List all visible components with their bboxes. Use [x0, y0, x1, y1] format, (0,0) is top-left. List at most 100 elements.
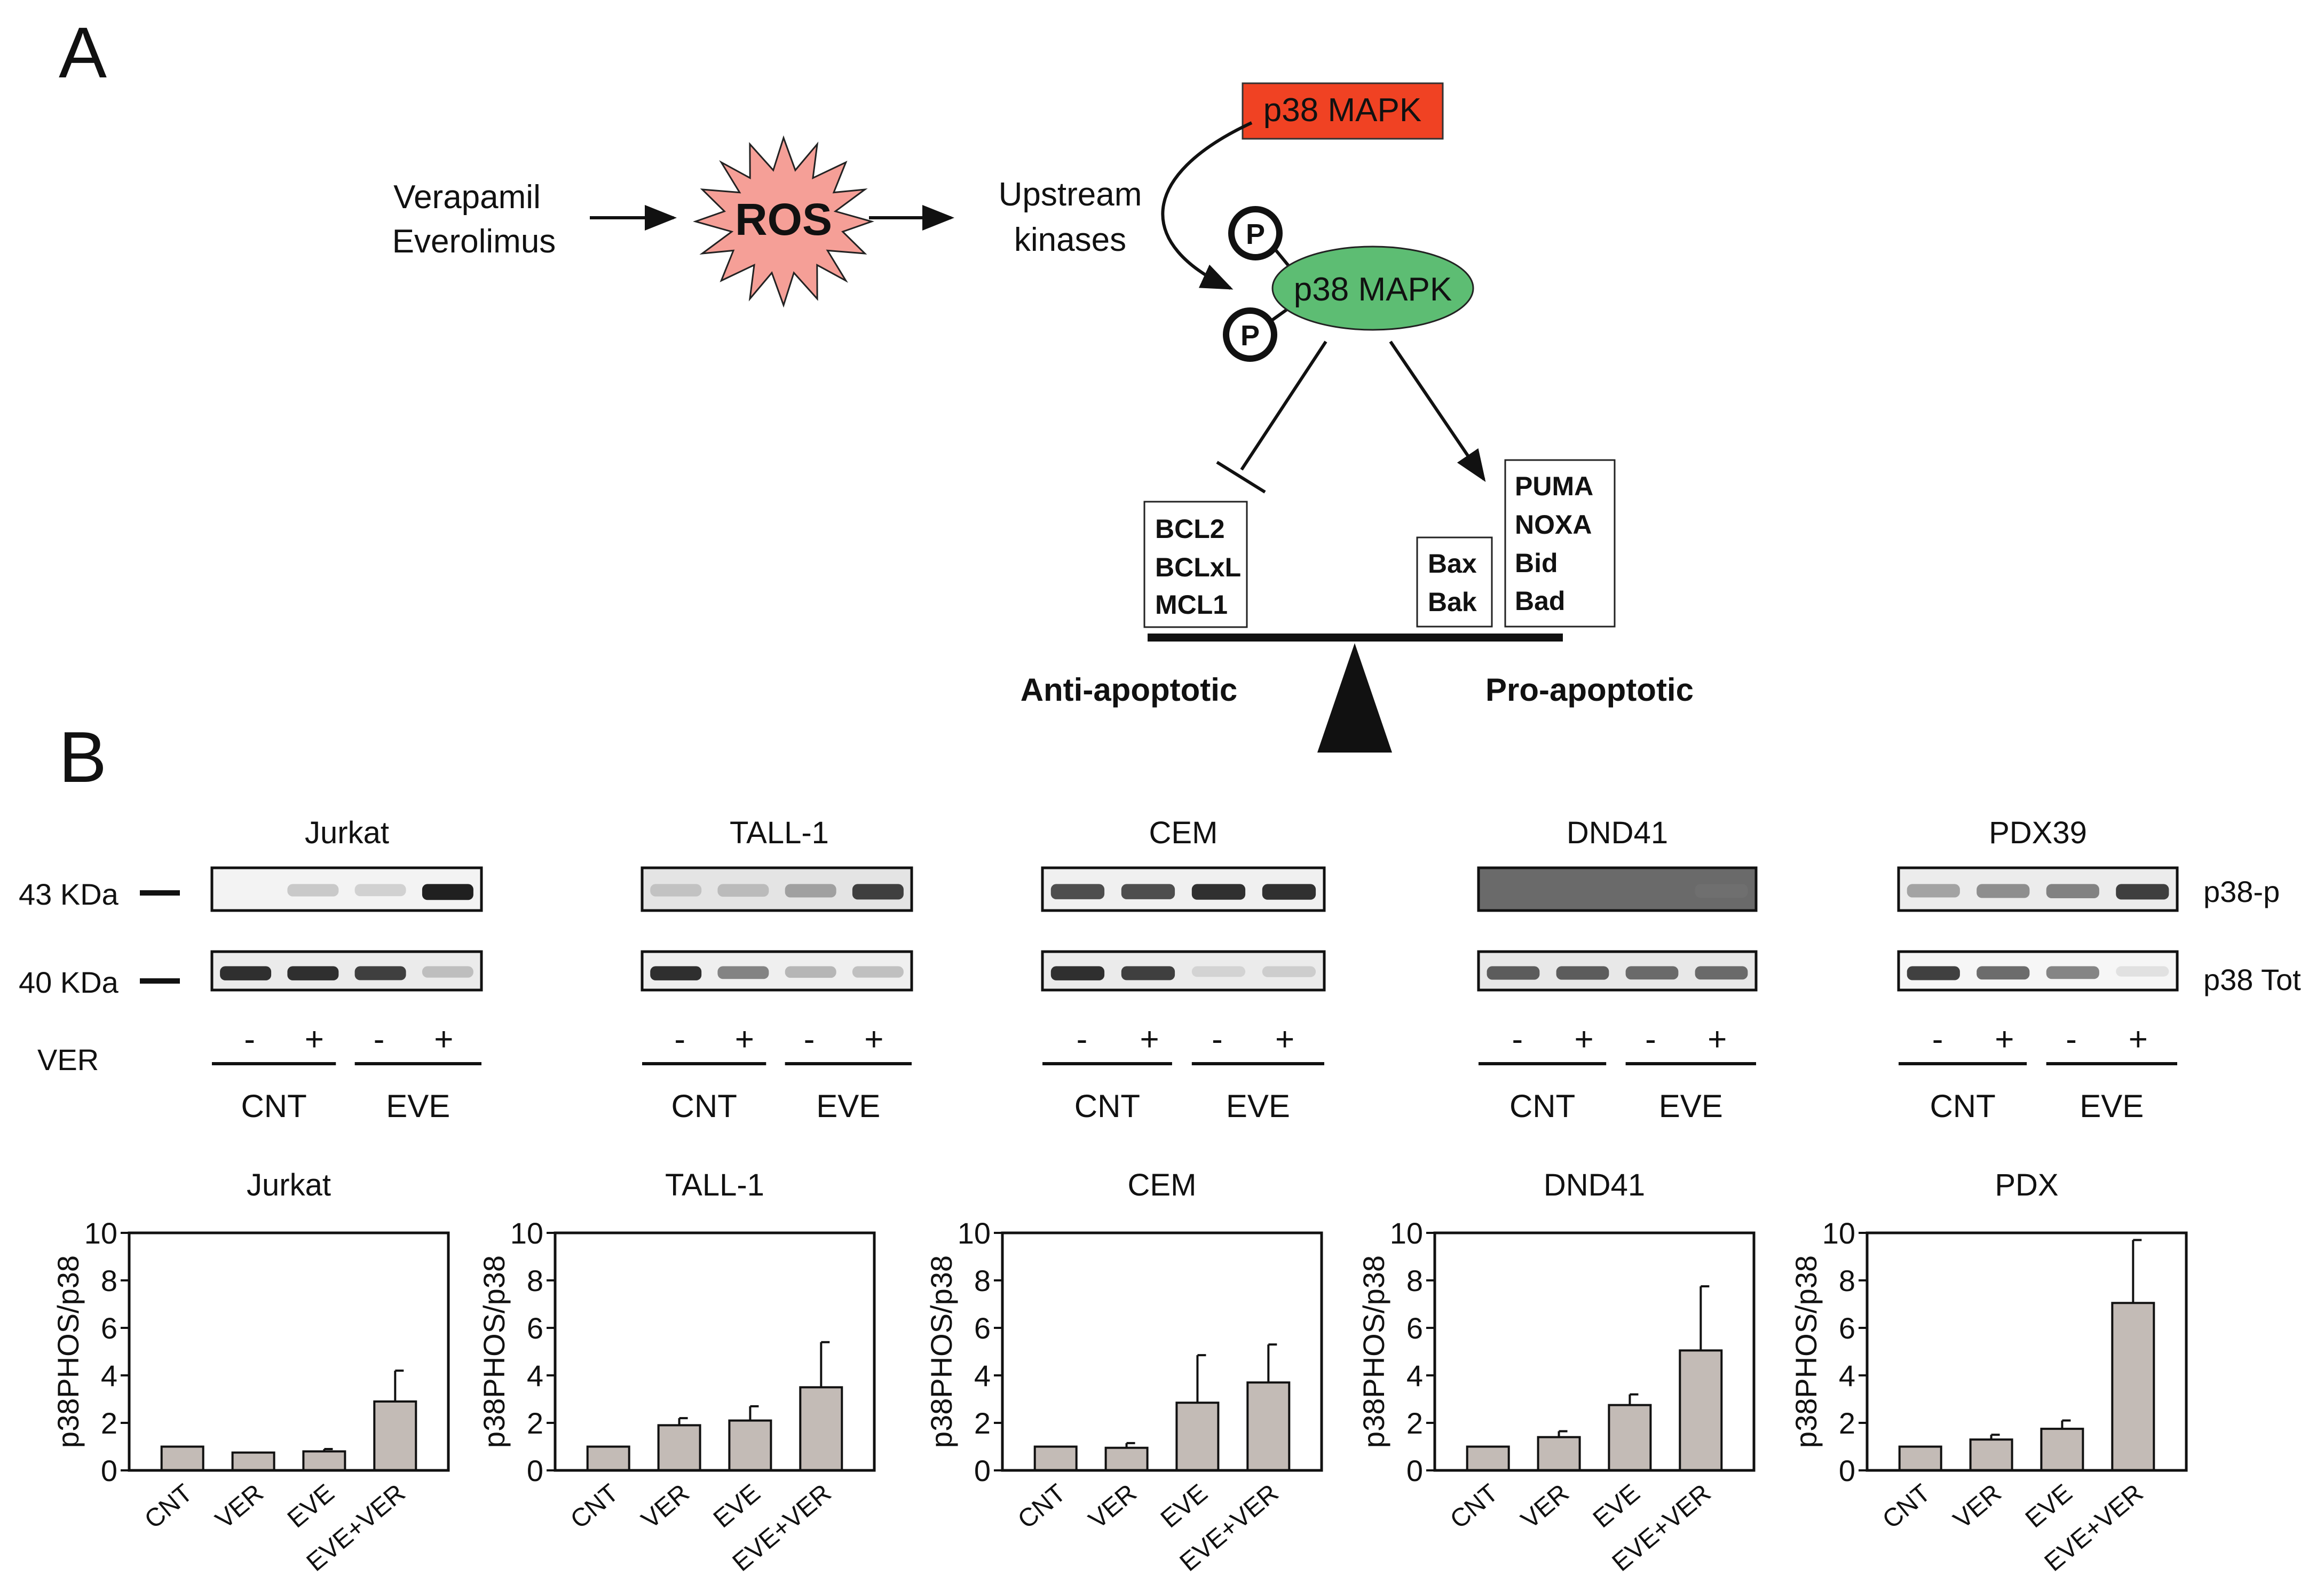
x-tick-label: VER [1516, 1479, 1575, 1534]
ver-sign: + [305, 1021, 324, 1058]
drug-everolimus-label: Everolimus [392, 223, 556, 260]
mw-40-tick [140, 978, 180, 984]
bar [1898, 1445, 1942, 1471]
ros-label: ROS [735, 194, 832, 244]
x-tick-label: VER [1084, 1479, 1142, 1534]
y-axis-label: p38PHOS/p38 [477, 1255, 511, 1448]
blot-band [422, 966, 473, 978]
bar [728, 1419, 772, 1472]
bar [1679, 1349, 1723, 1472]
phospho-circle-top-icon [1228, 206, 1283, 260]
blot-band [717, 966, 769, 979]
ver-label: VER [37, 1043, 99, 1077]
cnt-group-label: CNT [1509, 1088, 1575, 1124]
ver-sign: - [1932, 1021, 1943, 1058]
blot-band [785, 966, 836, 978]
y-tick-label: 0 [1839, 1454, 1855, 1487]
y-tick-label: 0 [101, 1454, 117, 1487]
plot-frame [128, 1231, 450, 1472]
y-tick-label: 8 [527, 1264, 543, 1297]
blot-band [650, 884, 702, 897]
blot-band [1121, 884, 1175, 899]
mw-43-tick [140, 890, 180, 896]
eve-group-label: EVE [1659, 1088, 1723, 1124]
eve-group-label: EVE [2080, 1088, 2144, 1124]
blot-band [2046, 966, 2099, 979]
chart-title: CEM [1128, 1168, 1197, 1202]
y-tick-label: 2 [101, 1406, 117, 1440]
x-tick-label: EVE [282, 1479, 340, 1533]
mw-43-label: 43 KDa [19, 877, 119, 911]
panel-a: A Verapamil Everolimus ROS Upstream kina… [59, 12, 1694, 753]
anti-protein-bcl2: BCL2 [1155, 514, 1225, 544]
cnt-group-label: CNT [1074, 1088, 1140, 1124]
x-tick-label: VER [1948, 1479, 2007, 1534]
p38-mapk-box-label: p38 MAPK [1263, 92, 1421, 129]
p38-mapk-oval [1271, 246, 1474, 331]
phospho-group-bottom: P [1223, 307, 1277, 362]
phospho-group-top: P [1228, 206, 1283, 260]
bar [2040, 1428, 2084, 1472]
activation-curved-arrow [1161, 121, 1253, 290]
blot-band [354, 884, 406, 897]
y-tick-label: 4 [101, 1359, 117, 1392]
blot-band [2046, 884, 2099, 898]
x-tick-label: CNT [565, 1479, 624, 1534]
pro-protein-bax: Bax [1428, 549, 1477, 579]
y-tick-label: 0 [527, 1454, 543, 1487]
blot-title: DND41 [1567, 816, 1668, 850]
bar [160, 1445, 204, 1471]
blot-band [1121, 966, 1175, 980]
mw-40-label: 40 KDa [19, 965, 119, 999]
y-tick-label: 4 [1839, 1359, 1855, 1392]
pro-apoptotic-label: Pro-apoptotic [1485, 672, 1694, 708]
bar [2111, 1302, 2155, 1472]
blot-band [287, 884, 339, 897]
y-axis-label: p38PHOS/p38 [1357, 1255, 1390, 1448]
activation-arrow-pro [1389, 341, 1486, 482]
p38-mapk-oval-label: p38 MAPK [1294, 271, 1452, 308]
blot-band [220, 966, 272, 980]
blot-band [354, 966, 406, 980]
ver-sign: - [1077, 1021, 1088, 1058]
pro-protein-puma: PUMA [1515, 471, 1593, 501]
y-tick-label: 10 [958, 1216, 991, 1250]
y-tick-label: 2 [1839, 1406, 1855, 1440]
anti-apoptotic-label: Anti-apoptotic [1021, 672, 1238, 708]
y-tick-label: 10 [84, 1216, 117, 1250]
ver-sign: + [1275, 1021, 1294, 1058]
eve-group-label: EVE [1226, 1088, 1290, 1124]
plot-frame [1433, 1231, 1756, 1472]
ver-sign: - [1645, 1021, 1656, 1058]
y-axis-label: p38PHOS/p38 [1789, 1255, 1823, 1448]
bar [373, 1400, 417, 1471]
bax-bak-box [1416, 536, 1493, 628]
x-tick-label: VER [636, 1479, 695, 1534]
upstream-kinases-label-2: kinases [1014, 221, 1126, 258]
blot-title: CEM [1149, 816, 1218, 850]
blot-title: Jurkat [305, 816, 389, 850]
blot-band [1556, 966, 1609, 980]
blot-title: TALL-1 [730, 816, 829, 850]
y-tick-label: 6 [1406, 1311, 1423, 1345]
pro-apoptotic-box [1504, 459, 1616, 628]
blot-band [287, 966, 339, 980]
pro-protein-noxa: NOXA [1515, 510, 1592, 540]
ver-sign: - [674, 1021, 685, 1058]
x-tick-label: EVE [2020, 1479, 2078, 1533]
ver-sign: + [1574, 1021, 1593, 1058]
ver-sign: - [2066, 1021, 2077, 1058]
balance-beam [1148, 634, 1563, 642]
y-tick-label: 4 [974, 1359, 991, 1392]
blot-band [852, 966, 904, 978]
chart-title: PDX [1995, 1168, 2058, 1202]
chart-title: TALL-1 [665, 1168, 764, 1202]
blot-band [1977, 884, 2030, 898]
blot-band [1907, 884, 1960, 898]
